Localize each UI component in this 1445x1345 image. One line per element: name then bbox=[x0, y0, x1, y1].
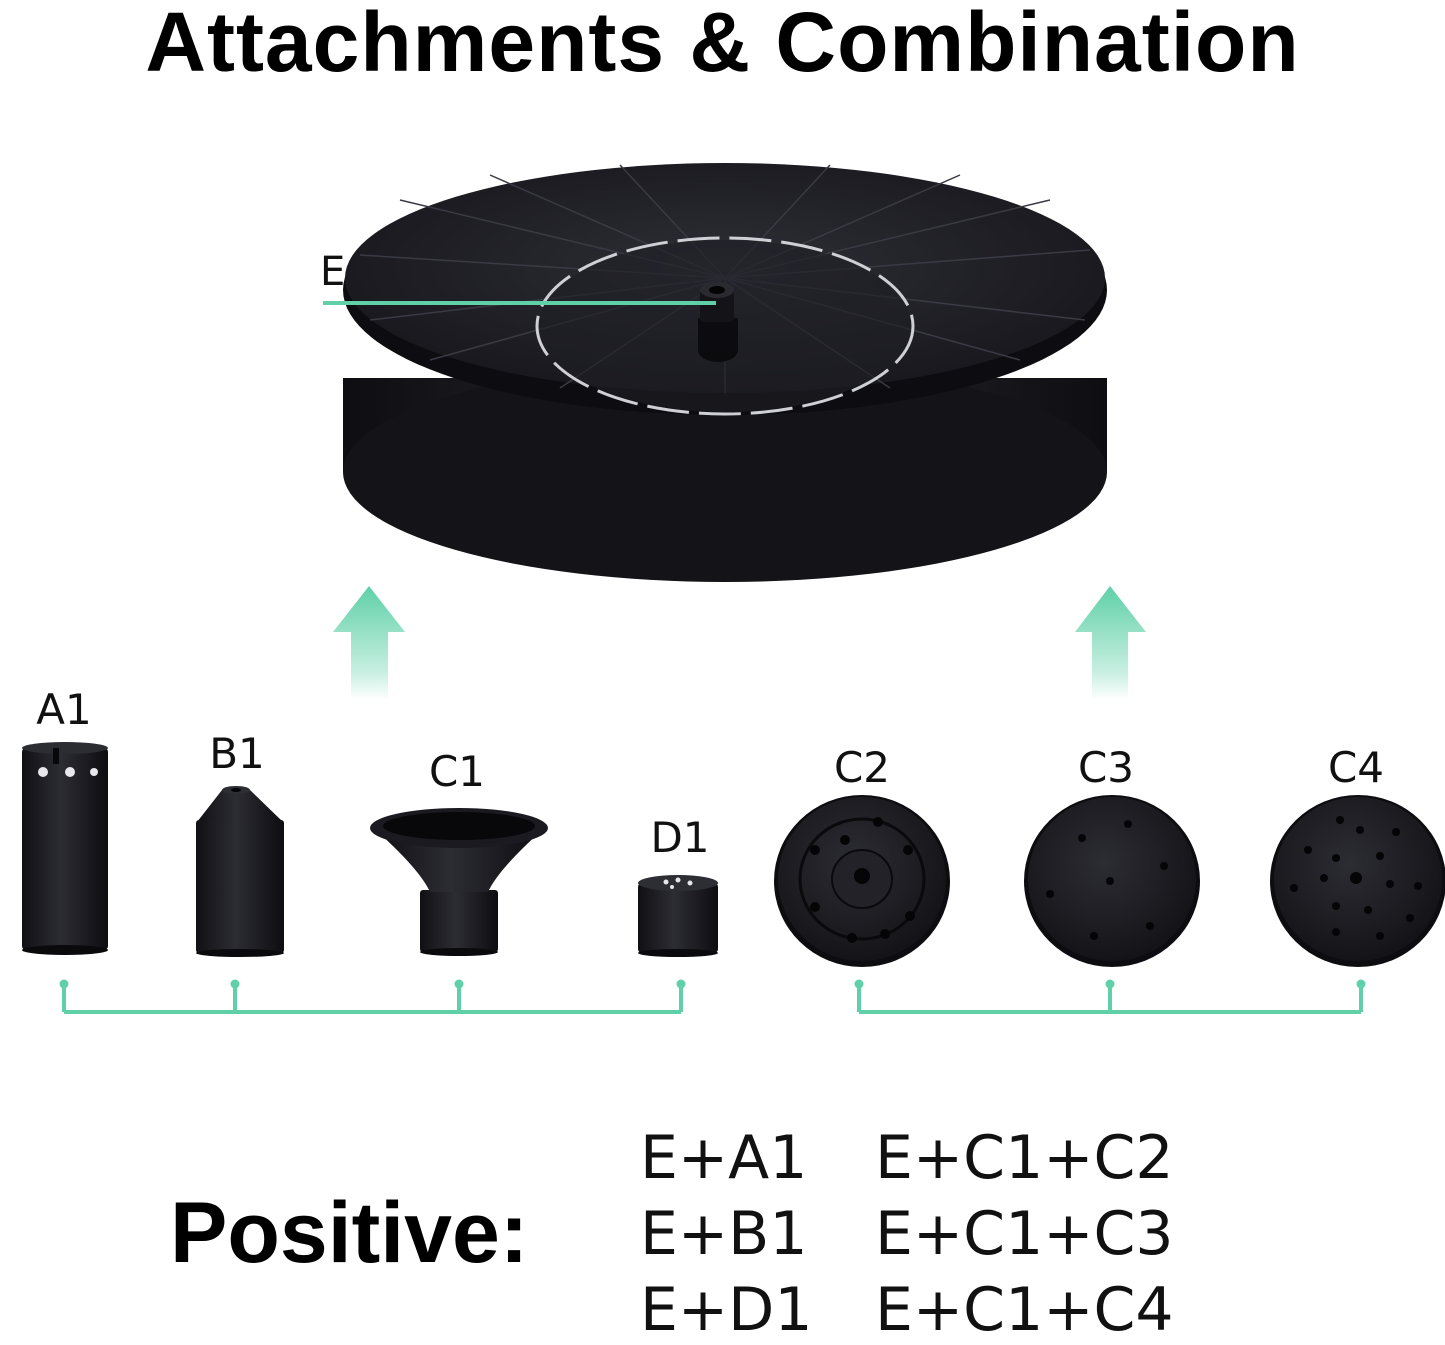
nozzle-c1 bbox=[370, 808, 548, 956]
nozzle-b1 bbox=[196, 786, 284, 957]
bracket-left-dots bbox=[59, 979, 686, 989]
nozzle-tube bbox=[700, 290, 734, 322]
nozzle-d1 bbox=[638, 875, 718, 957]
label-b1: B1 bbox=[209, 729, 265, 778]
arrow-up-right-icon bbox=[1075, 586, 1146, 700]
solar-fountain-pump bbox=[343, 163, 1107, 582]
spray-head-c2 bbox=[774, 795, 950, 967]
combo-e-b1: E+B1 bbox=[640, 1199, 808, 1269]
spray-head-c4 bbox=[1270, 795, 1445, 967]
label-d1: D1 bbox=[650, 813, 710, 862]
combo-e-d1: E+D1 bbox=[640, 1275, 813, 1345]
nozzle-hole bbox=[709, 286, 725, 294]
bracket-right-dots bbox=[854, 979, 1366, 989]
nozzle-a1 bbox=[22, 742, 108, 955]
arrow-up-left-icon bbox=[333, 586, 405, 700]
bracket-left bbox=[62, 984, 683, 1014]
combo-e-c1-c4: E+C1+C4 bbox=[875, 1275, 1174, 1345]
label-a1: A1 bbox=[36, 685, 92, 734]
nozzle-collar bbox=[698, 318, 738, 352]
label-e: E bbox=[320, 249, 346, 295]
label-c1: C1 bbox=[428, 747, 486, 796]
combo-e-c1-c2: E+C1+C2 bbox=[875, 1123, 1174, 1193]
spray-head-c3 bbox=[1024, 795, 1200, 967]
label-c4: C4 bbox=[1327, 743, 1385, 792]
bracket-right bbox=[857, 984, 1363, 1014]
page-title: Attachments & Combination bbox=[145, 0, 1300, 89]
positive-label: Positive: bbox=[170, 1185, 529, 1281]
foam-bottom bbox=[343, 362, 1107, 582]
panel-inner-ring bbox=[535, 236, 915, 416]
combo-e-a1: E+A1 bbox=[640, 1123, 808, 1193]
combo-e-c1-c3: E+C1+C3 bbox=[875, 1199, 1174, 1269]
label-c2: C2 bbox=[833, 743, 891, 792]
label-c3: C3 bbox=[1077, 743, 1135, 792]
